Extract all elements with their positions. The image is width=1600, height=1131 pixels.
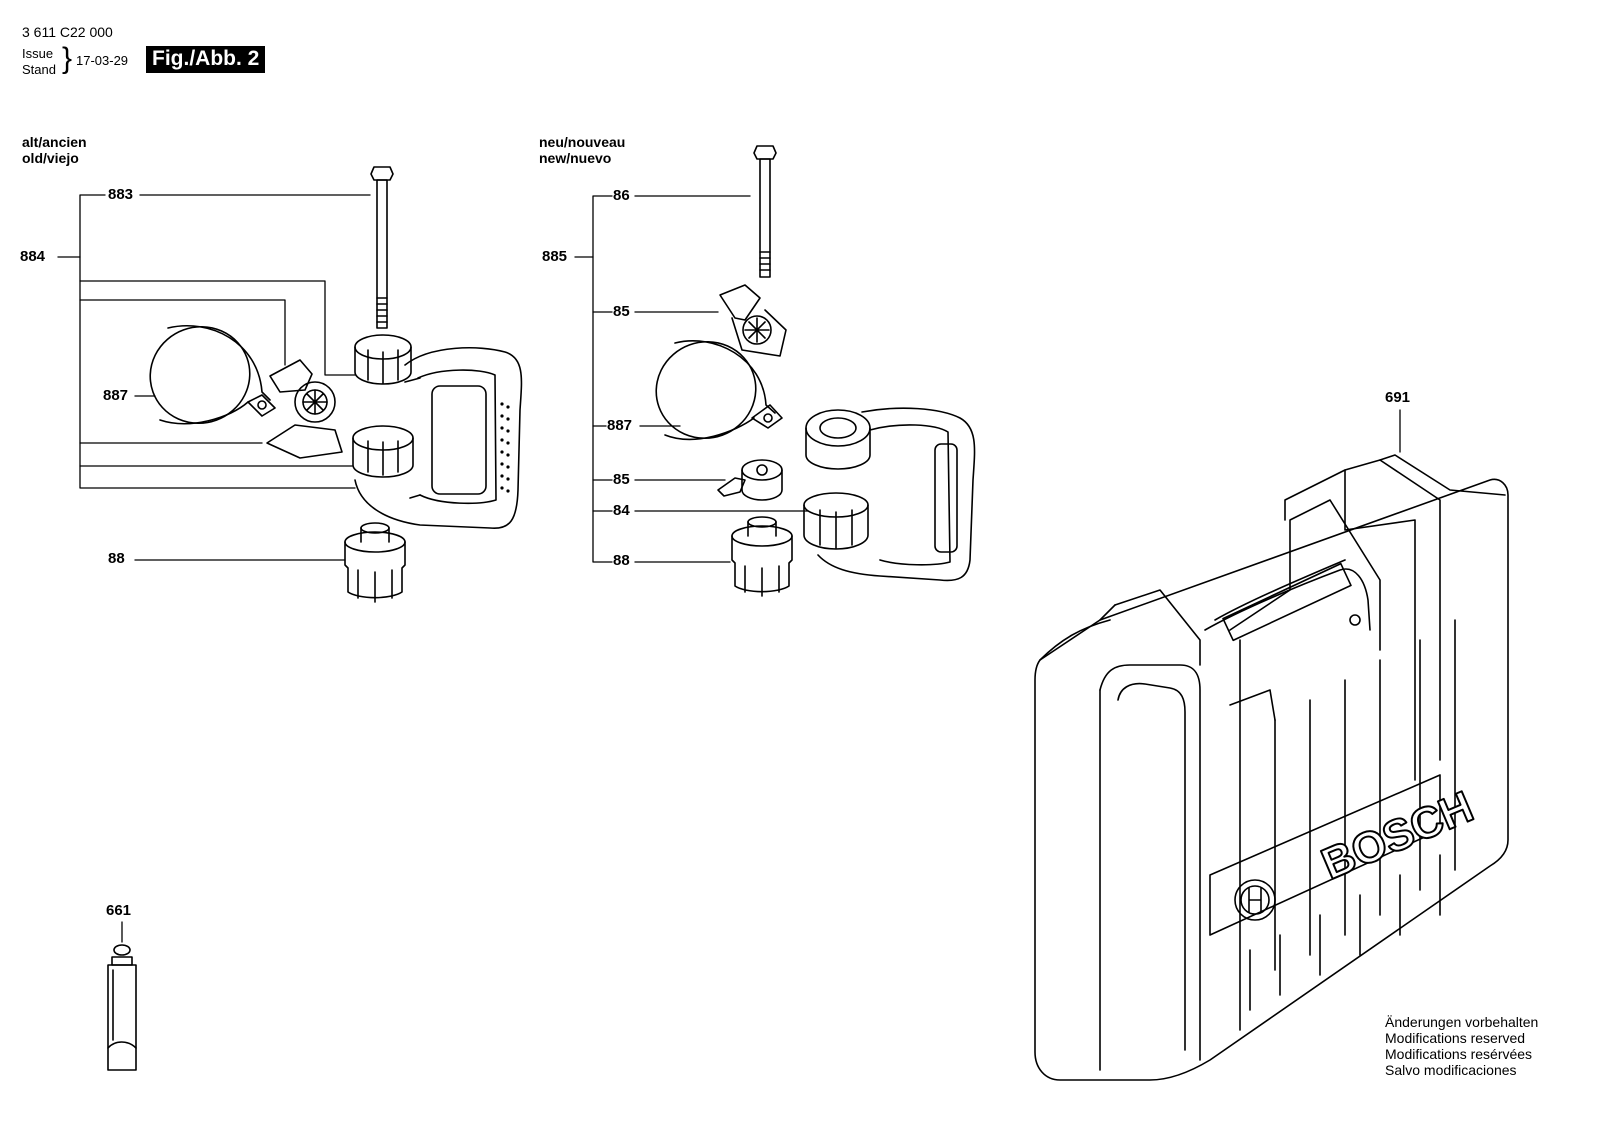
- callout-85-bottom: 85: [613, 471, 630, 488]
- figure-label: Fig./Abb. 2: [146, 46, 266, 73]
- issue-label: Issue: [22, 46, 54, 61]
- issue-date: 17-03-29: [76, 53, 129, 68]
- new-clamp-85-bottom: [717, 459, 783, 501]
- note-fr: Modifications resérvées: [1385, 1046, 1533, 1062]
- old-section-title-2: old/viejo: [22, 150, 79, 166]
- new-cap-88: [731, 516, 793, 597]
- issue-brace: }: [62, 42, 73, 75]
- case-brand-text: BOSCH: [1315, 782, 1480, 889]
- new-clamp-85-top: [719, 284, 787, 357]
- new-leader-lines: [574, 195, 809, 563]
- note-en: Modifications reserved: [1385, 1030, 1526, 1046]
- stand-label: Stand: [22, 62, 56, 77]
- callout-887-new: 887: [607, 417, 633, 434]
- old-bolt-883: [370, 166, 394, 329]
- carrying-case-691: [1034, 409, 1509, 1081]
- grease-tube-661: [107, 921, 137, 1071]
- old-clamp-pieces: [266, 359, 343, 459]
- old-handle: [352, 334, 523, 529]
- old-strap-887: [149, 324, 276, 425]
- callout-661: 661: [106, 902, 132, 919]
- old-handle-grip-dots: [500, 402, 510, 493]
- note-es: Salvo modificaciones: [1385, 1062, 1517, 1078]
- callout-887-old: 887: [103, 387, 129, 404]
- new-handle-84: [803, 407, 976, 582]
- note-de: Änderungen vorbehalten: [1385, 1014, 1539, 1030]
- callout-691: 691: [1385, 389, 1411, 406]
- old-cap-88: [344, 522, 406, 603]
- callout-84: 84: [613, 502, 630, 519]
- part-number: 3 611 C22 000: [22, 24, 113, 40]
- new-section-title-1: neu/nouveau: [539, 134, 626, 150]
- old-section-title-1: alt/ancien: [22, 134, 87, 150]
- old-leader-lines: [57, 194, 371, 561]
- callout-885: 885: [542, 248, 568, 265]
- callout-88-old: 88: [108, 550, 125, 567]
- new-bolt-86: [753, 145, 777, 278]
- callout-884: 884: [20, 248, 46, 265]
- new-strap-887: [655, 340, 783, 441]
- callout-88-new: 88: [613, 552, 630, 569]
- callout-86: 86: [613, 187, 630, 204]
- callout-883: 883: [108, 186, 134, 203]
- callout-85-top: 85: [613, 303, 630, 320]
- new-section-title-2: new/nuevo: [539, 150, 612, 166]
